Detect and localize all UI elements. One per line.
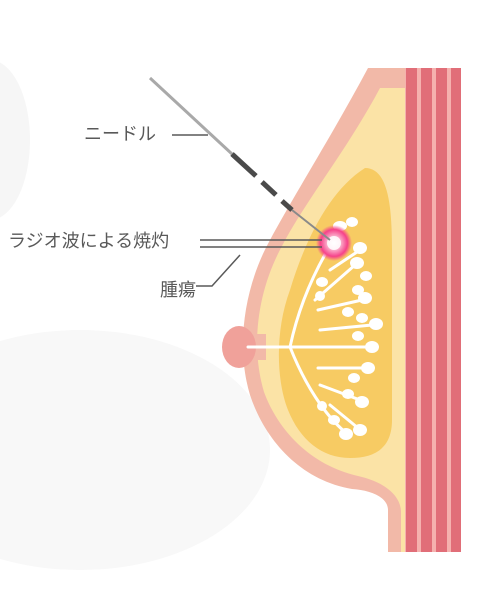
tumor-leader [196,254,241,287]
background-shading [0,62,270,570]
lobules [315,217,383,440]
pectoral-muscle [405,68,461,552]
tumor-label: 腫瘍 [160,280,196,301]
needle-label: ニードル [84,124,156,145]
ablation-label: ラジオ波による焼灼 [8,231,170,252]
needle [148,76,331,241]
tumor [316,225,352,261]
leader-lines [172,134,322,287]
